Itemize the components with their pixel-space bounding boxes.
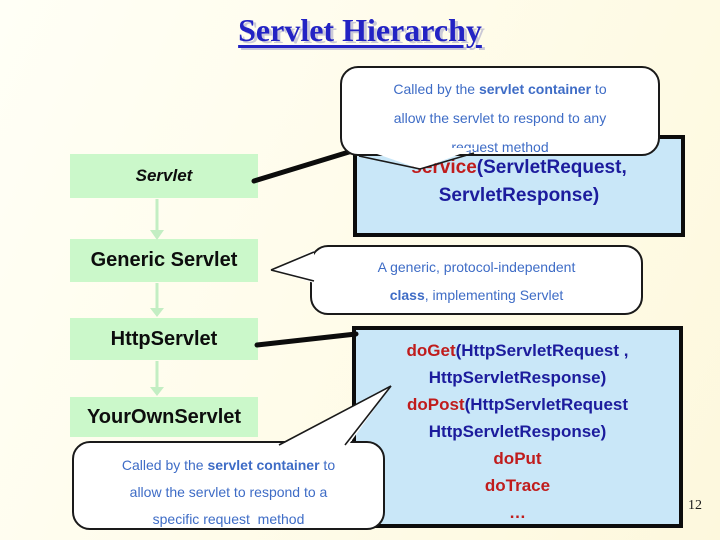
method-args: (HttpServletRequest , xyxy=(455,341,629,360)
callout-line: A generic, protocol-independent xyxy=(377,259,576,275)
callout-text-bold: servlet container xyxy=(207,457,320,473)
method-name: doPost xyxy=(406,395,465,414)
callout-line: class, implementing Servlet xyxy=(312,281,641,309)
method-name: doPut xyxy=(493,449,542,468)
code-line: ServletResponse) xyxy=(357,182,681,210)
code-line: HttpServletResponse) xyxy=(356,364,679,391)
method-name: … xyxy=(509,503,526,522)
class-box-generic-servlet-label: Generic Servlet xyxy=(90,249,238,271)
callout-do-methods-description: Called by the servlet container to allow… xyxy=(72,441,385,530)
code-line: doTrace xyxy=(356,472,679,499)
callout-line: allow the servlet to respond to any xyxy=(393,110,607,126)
code-line: doPut xyxy=(356,445,679,472)
callout-text: Called by the xyxy=(121,457,208,473)
page-title: Servlet Hierarchy xyxy=(238,12,482,48)
callout-tail-edge xyxy=(270,251,315,271)
callout-tail-middle xyxy=(271,250,314,283)
class-box-servlet-label: Servlet xyxy=(135,166,193,185)
callout-line: Called by the servlet container to xyxy=(342,75,658,104)
method-args: (ServletRequest, xyxy=(476,157,627,178)
method-args: HttpServletResponse) xyxy=(428,368,607,387)
page-number: 12 xyxy=(688,498,702,513)
method-name: doTrace xyxy=(484,476,551,495)
callout-service-description: Called by the servlet container to allow… xyxy=(340,66,660,156)
code-line: doPost(HttpServletRequest xyxy=(356,391,679,418)
code-line: … xyxy=(356,499,679,526)
method-name: doGet xyxy=(406,341,456,360)
callout-line: specific request method xyxy=(152,511,305,527)
method-args: HttpServletResponse) xyxy=(428,422,607,441)
do-methods-box: doGet(HttpServletRequest , HttpServletRe… xyxy=(352,326,683,528)
callout-text: to xyxy=(319,457,336,473)
class-box-your-own-servlet-label: YourOwnServlet xyxy=(86,405,242,428)
method-args: ServletResponse) xyxy=(438,185,600,206)
callout-line: Called by the servlet container to xyxy=(74,452,383,479)
class-box-http-servlet: HttpServlet xyxy=(70,318,258,360)
code-line: HttpServletResponse) xyxy=(356,418,679,445)
method-args: (HttpServletRequest xyxy=(464,395,629,414)
callout-text-bold: servlet container xyxy=(478,81,592,97)
class-box-servlet: Servlet xyxy=(70,154,258,198)
class-box-http-servlet-label: HttpServlet xyxy=(110,327,218,350)
class-box-your-own-servlet: YourOwnServlet xyxy=(70,397,258,437)
callout-text-bold: class xyxy=(389,287,425,303)
code-line: doGet(HttpServletRequest , xyxy=(356,337,679,364)
connector-line-httpservlet-doget xyxy=(254,331,359,348)
inheritance-arrowhead-icon xyxy=(150,387,164,396)
callout-tail-edge xyxy=(270,269,315,282)
callout-text: Called by the xyxy=(393,81,479,97)
callout-generic-description: A generic, protocol-independent class, i… xyxy=(310,245,643,315)
callout-text: , implementing Servlet xyxy=(424,287,564,303)
callout-line: allow the servlet to respond to a xyxy=(129,484,328,500)
callout-text: to xyxy=(591,81,607,97)
class-box-generic-servlet: Generic Servlet xyxy=(70,239,258,282)
inheritance-arrowhead-icon xyxy=(150,308,164,317)
callout-line: request method xyxy=(451,139,549,155)
